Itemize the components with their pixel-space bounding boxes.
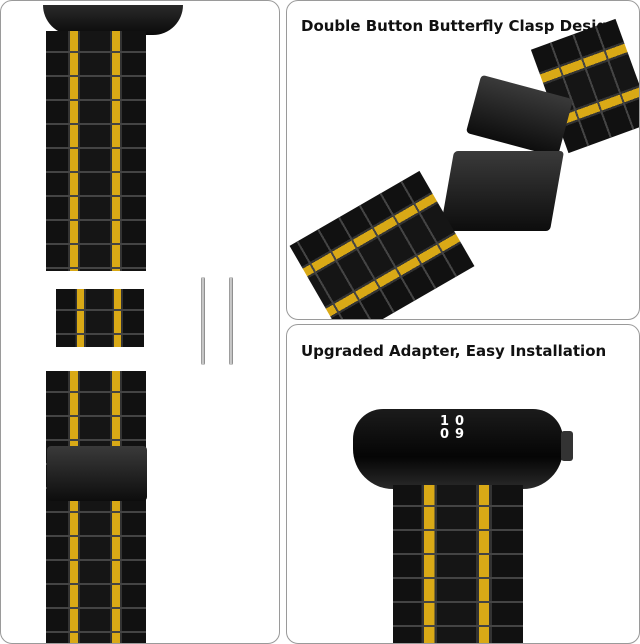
spring-bar-pin [229,277,233,365]
watch-screen: 10 09 [385,415,525,441]
clasp-panel: Double Button Butterfly Clasp Design [286,0,640,320]
digital-crown [561,431,573,461]
band-adapter [43,5,183,35]
spring-bar-pin [201,277,205,365]
lower-band-links [46,371,146,643]
attached-band-links [393,485,523,643]
butterfly-clasp [47,446,147,501]
watch-minute: 09 [439,427,471,442]
upper-band-links [46,31,146,271]
adapter-panel-title: Upgraded Adapter, Easy Installation [301,342,607,360]
clasp-plate [439,151,565,231]
clasp-panel-title: Double Button Butterfly Clasp Design [301,17,618,35]
left-panel-band-parts [0,0,280,644]
spare-link-piece [56,289,144,347]
watch-case [353,409,563,489]
watch-hour: 10 [439,414,471,429]
adapter-panel: Upgraded Adapter, Easy Installation 10 0… [286,324,640,644]
